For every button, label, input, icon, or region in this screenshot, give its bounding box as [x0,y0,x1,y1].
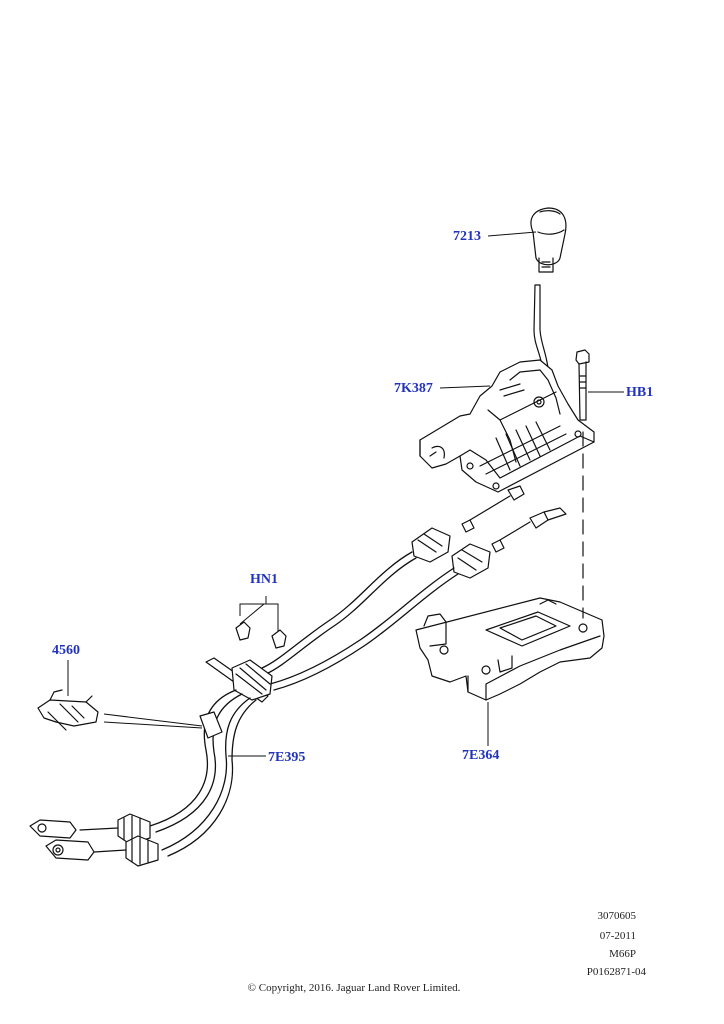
cable-end-upper [461,485,567,553]
mounting-bracket-part [415,597,605,701]
bolt-part [575,349,590,421]
clip-part [37,689,99,731]
leader-4560-a [103,713,203,727]
callout-7E395[interactable]: 7E395 [268,750,306,765]
leader-7213 [487,231,537,237]
reference-line-1: 3070605 [597,910,637,922]
cable-runs [261,551,459,691]
leader-4560-b [103,721,203,729]
cable-grommet-plate [205,657,273,703]
shift-lever-part [533,284,549,371]
cable-clip-lower [199,711,223,739]
callout-HB1[interactable]: HB1 [626,385,654,400]
reference-line-2: 07-2011 [599,930,636,942]
callout-HN1[interactable]: HN1 [250,572,278,587]
reference-line-4: P0162871-04 [586,966,646,978]
leader-lines [67,231,624,757]
callout-7E364[interactable]: 7E364 [462,748,500,763]
leader-7K387 [439,385,491,389]
cable-runs-lower [149,689,257,857]
nuts-part [235,621,287,649]
leader-HN1 [239,596,279,632]
callout-7K387[interactable]: 7K387 [394,381,433,396]
gear-knob-part [530,207,567,273]
cable-end-lower [29,813,159,867]
callout-4560[interactable]: 4560 [52,643,80,658]
copyright-notice: © Copyright, 2016. Jaguar Land Rover Lim… [247,982,461,994]
callout-7213[interactable]: 7213 [453,229,481,244]
shifter-housing-part [419,359,595,493]
reference-line-3: M66P [609,948,636,960]
cable-abutment-upper [411,527,491,579]
